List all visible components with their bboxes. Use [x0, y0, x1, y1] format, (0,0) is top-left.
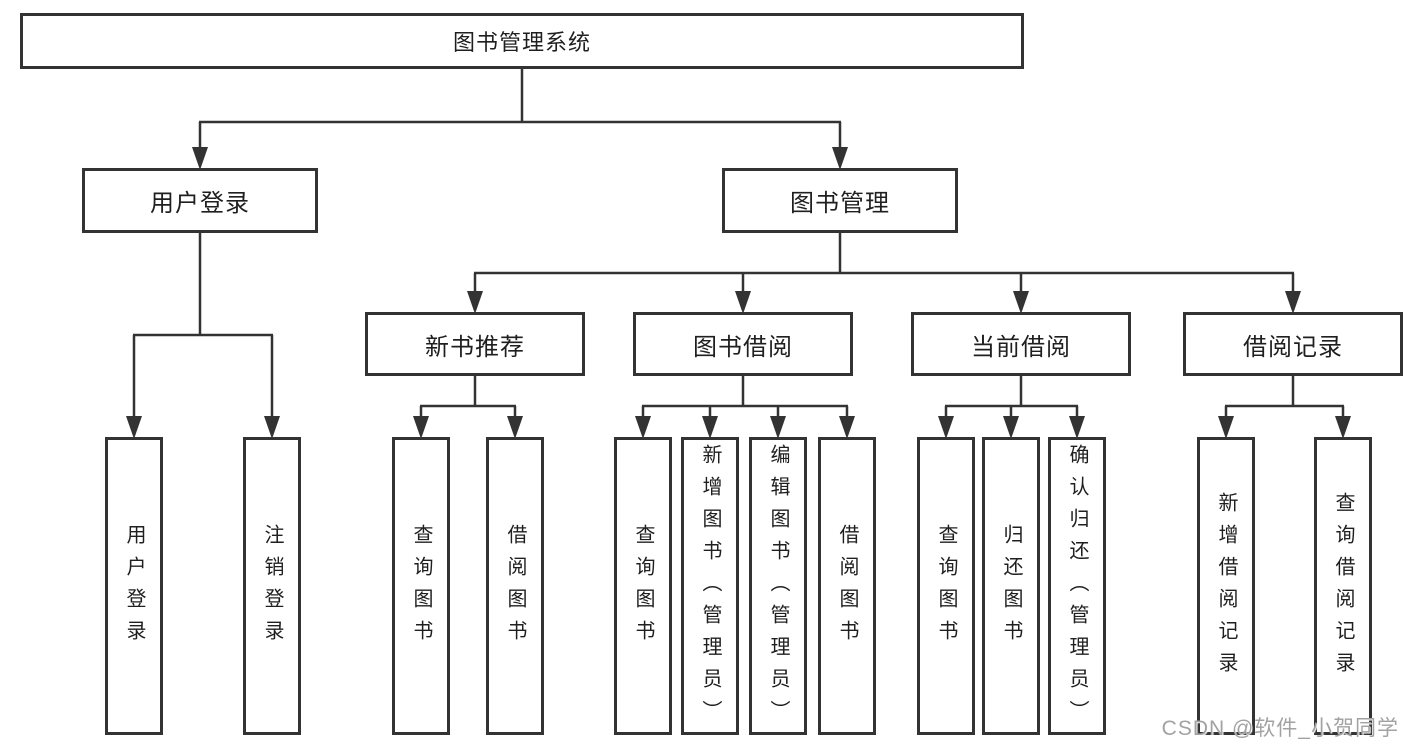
node-current-borrowing: 当前借阅 — [911, 312, 1131, 376]
leaf-user-login: 用户登录 — [105, 437, 163, 735]
leaf-borrow-books-borrowing: 借阅图书 — [818, 437, 876, 735]
node-book-management: 图书管理 — [722, 168, 958, 233]
leaf-borrow-books-recommendation: 借阅图书 — [486, 437, 544, 735]
connector-user-login-branch — [132, 233, 274, 435]
node-library-management-system: 图书管理系统 — [20, 13, 1024, 69]
node-new-book-recommendation: 新书推荐 — [365, 312, 585, 376]
leaf-add-book-admin: 新增图书（管理员） — [681, 437, 739, 735]
leaf-query-books-borrowing: 查询图书 — [614, 437, 672, 735]
leaf-query-books-current: 查询图书 — [917, 437, 975, 735]
node-user-login-branch: 用户登录 — [82, 168, 318, 233]
node-borrowing-records: 借阅记录 — [1183, 312, 1403, 376]
node-book-borrowing: 图书借阅 — [633, 312, 853, 376]
csdn-watermark: CSDN @软件_小贺同学 — [1161, 717, 1399, 740]
leaf-query-books-recommendation: 查询图书 — [392, 437, 450, 735]
leaf-confirm-return-admin: 确认归还（管理员） — [1048, 437, 1106, 735]
connector-root-branch — [198, 69, 842, 166]
leaf-return-books: 归还图书 — [982, 437, 1040, 735]
leaf-query-borrow-record: 查询借阅记录 — [1314, 437, 1372, 735]
leaf-add-borrow-record: 新增借阅记录 — [1197, 437, 1255, 735]
leaf-edit-book-admin: 编辑图书（管理员） — [749, 437, 807, 735]
leaf-logout: 注销登录 — [243, 437, 301, 735]
connector-leaf-branches — [419, 376, 1345, 435]
arrowhead-icons — [126, 147, 1351, 439]
connector-book-management-branch — [473, 233, 1295, 310]
